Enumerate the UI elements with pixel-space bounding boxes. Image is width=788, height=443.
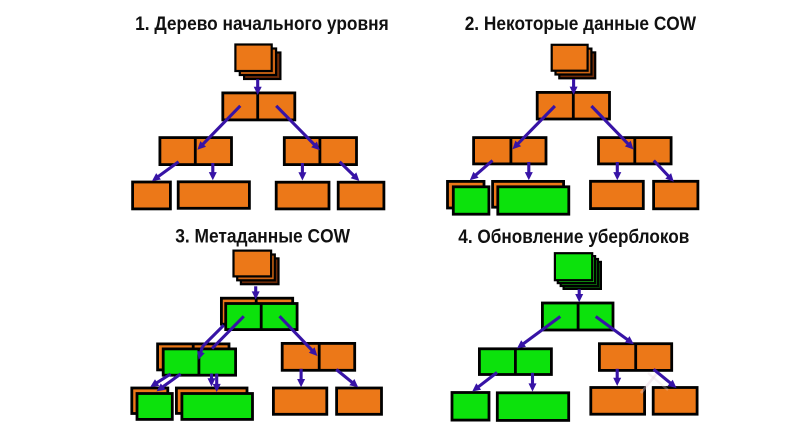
svg-text:4. Обновление уберблоков: 4. Обновление уберблоков [458, 226, 689, 248]
svg-text:1. Дерево начального уровня: 1. Дерево начального уровня [135, 13, 389, 35]
svg-text:3. Метаданные COW: 3. Метаданные COW [175, 226, 350, 248]
svg-text:2. Некоторые данные COW: 2. Некоторые данные COW [465, 13, 697, 35]
